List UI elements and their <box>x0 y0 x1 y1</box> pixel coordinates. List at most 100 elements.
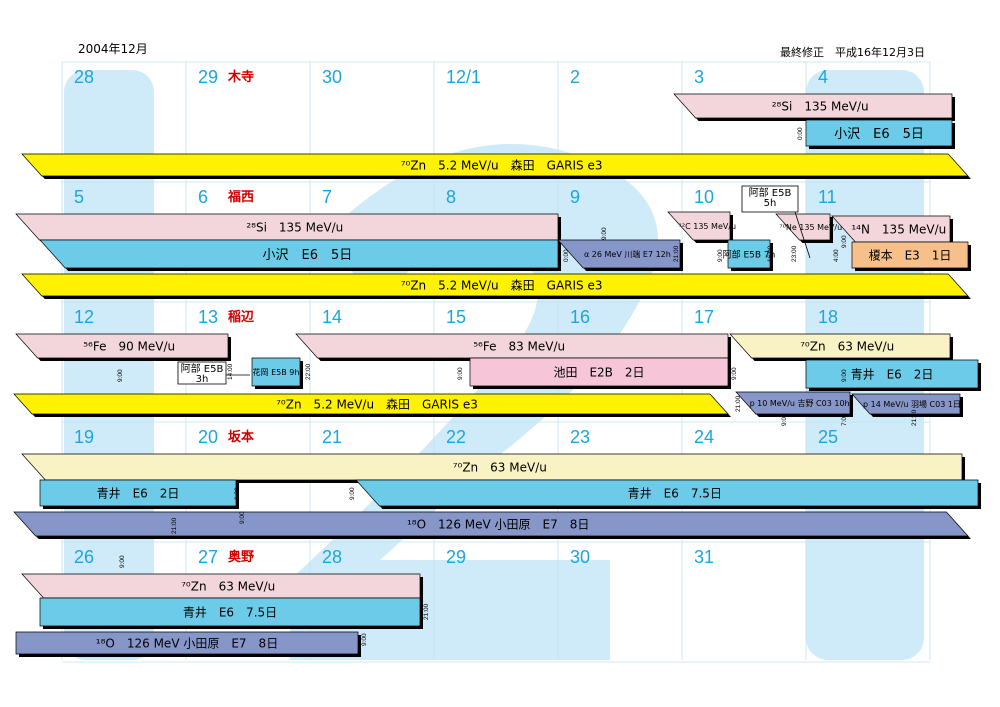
day-number: 21 <box>322 427 342 447</box>
bar-fill <box>557 239 681 269</box>
schedule-bar: ⁷⁰Zn 5.2 MeV/u 森田 GARIS e3 <box>21 153 971 179</box>
schedule-bar: ²⁸Si 135 MeV/u <box>15 213 561 243</box>
time-stamp: 9:00 <box>841 369 848 382</box>
time-stamp: 9:00 <box>349 487 356 500</box>
bar-label: ²⁸Si 135 MeV/u <box>772 100 869 114</box>
time-stamp: 9:00 <box>361 633 368 646</box>
bar-label: 小沢 E6 5日 <box>263 248 353 263</box>
time-stamp: 9:00 <box>601 227 608 240</box>
bar-fill <box>729 333 951 359</box>
note-text: 阿部 E5B <box>749 186 792 199</box>
duty-person: 稲辺 <box>228 309 254 325</box>
day-number: 22 <box>446 427 466 447</box>
day-number: 5 <box>74 187 84 207</box>
schedule-bar: ⁷⁰Zn 63 MeV/u <box>21 453 965 483</box>
duty-person: 福西 <box>227 189 254 205</box>
schedule-bar: 小沢 E6 5日 <box>805 119 955 149</box>
time-stamp: 9:00 <box>717 249 724 262</box>
day-number: 25 <box>818 427 838 447</box>
bar-label: 青井 E6 7.5日 <box>628 487 722 501</box>
time-stamp: 9:00 <box>781 413 788 426</box>
bar-fill <box>39 239 559 269</box>
bar-label: 小沢 E6 5日 <box>834 127 924 142</box>
schedule-bar: 花岡 E5B 9h <box>251 357 303 389</box>
schedule-bar: 小沢 E6 5日 <box>39 239 561 271</box>
bar-fill <box>15 333 229 359</box>
time-stamp: 9:00 <box>117 369 124 382</box>
bar-label: ⁷⁰Zn 5.2 MeV/u 森田 GARIS e3 <box>401 158 603 173</box>
day-number: 30 <box>570 547 590 567</box>
bar-fill <box>469 357 729 387</box>
schedule-bar: ⁵⁶Fe 83 MeV/u <box>295 333 731 361</box>
time-stamp: 7:00 <box>841 413 848 426</box>
bar-fill <box>21 153 969 177</box>
day-number: 28 <box>74 67 94 87</box>
bar-fill <box>15 631 359 655</box>
bar-fill <box>251 357 301 387</box>
bar-label: 池田 E2B 2日 <box>553 366 644 380</box>
schedule-bar: ⁷⁰Zn 5.2 MeV/u 森田 GARIS e3 <box>13 393 731 417</box>
day-number: 6 <box>198 187 208 207</box>
note-text: 5h <box>764 198 777 209</box>
bar-fill <box>735 391 851 415</box>
bar-label: ⁵⁶Fe 83 MeV/u <box>473 340 565 354</box>
time-stamp: 9:00 <box>239 511 246 524</box>
schedule-bar: ¹²C 135 MeV/u <box>667 211 736 243</box>
time-stamp: 9:00 <box>119 555 126 568</box>
bar-fill <box>355 479 979 507</box>
day-number: 8 <box>446 187 456 207</box>
schedule-bar: 青井 E6 7.5日 <box>39 597 423 629</box>
schedule-bar: ⁷⁰Zn 63 MeV/u <box>729 333 953 361</box>
bar-label: ⁷⁰Zn 5.2 MeV/u 森田 GARIS e3 <box>276 397 478 412</box>
bar-label: ⁷⁰Zn 63 MeV/u <box>181 580 275 594</box>
day-number: 31 <box>694 547 714 567</box>
schedule-bar: ⁷⁰Zn 63 MeV/u <box>21 573 423 601</box>
time-stamp: 4:00 <box>833 249 840 262</box>
day-number: 7 <box>322 187 332 207</box>
bar-fill <box>727 239 771 269</box>
bar-fill <box>13 511 969 537</box>
schedule-bar: 青井 E6 7.5日 <box>355 479 981 509</box>
day-number: 3 <box>694 67 704 87</box>
bar-label: p 14 MeV/u 羽場 C03 1日 <box>863 399 961 409</box>
duty-person: 奥野 <box>228 549 254 565</box>
schedule-bar: 青井 E6 2日 <box>39 479 239 509</box>
bar-label: 阿部 E5B 7h <box>723 248 776 260</box>
bar-fill <box>39 479 237 507</box>
bar-label: p 10 MeV/u 吉野 C03 10h <box>750 399 850 408</box>
time-stamp: 21:00 <box>673 245 680 262</box>
bar-label: ⁵⁶Fe 90 MeV/u <box>83 340 175 354</box>
bar-fill <box>673 93 953 119</box>
time-stamp: 9:00 <box>234 487 241 500</box>
day-number: 14 <box>322 307 342 327</box>
note-text: 3h <box>196 374 209 385</box>
bar-fill <box>13 393 729 415</box>
bar-label: α 26 MeV 川端 E7 12h <box>584 249 671 259</box>
bar-label: 青井 E6 7.5日 <box>183 606 277 620</box>
time-stamp: 16:00 <box>767 245 774 262</box>
bar-label: ²⁸Si 135 MeV/u <box>246 221 343 235</box>
bar-label: ⁷⁰Ne 135 MeV/u <box>779 223 842 232</box>
day-number: 29 <box>198 67 218 87</box>
duty-person: 木寺 <box>227 69 254 85</box>
day-number: 19 <box>74 427 94 447</box>
bar-label: ¹⁸O 126 MeV 小田原 E7 8日 <box>407 518 589 532</box>
schedule-bar: ⁵⁶Fe 90 MeV/u <box>15 333 231 361</box>
day-number: 17 <box>694 307 714 327</box>
day-number: 20 <box>198 427 218 447</box>
day-number: 26 <box>74 547 94 567</box>
schedule-bar: ¹⁸O 126 MeV 小田原 E7 8日 <box>13 511 971 539</box>
day-number: 2 <box>570 67 580 87</box>
time-stamp: 21:00 <box>423 603 430 620</box>
day-number: 12/1 <box>446 67 481 87</box>
time-stamp: 9:00 <box>457 367 464 380</box>
bar-fill <box>21 273 969 297</box>
time-stamp: 21:00 <box>735 395 742 412</box>
day-number: 27 <box>198 547 218 567</box>
bar-label: ¹²C 135 MeV/u <box>679 222 736 231</box>
day-number: 16 <box>570 307 590 327</box>
day-number: 30 <box>322 67 342 87</box>
day-number: 18 <box>818 307 838 327</box>
